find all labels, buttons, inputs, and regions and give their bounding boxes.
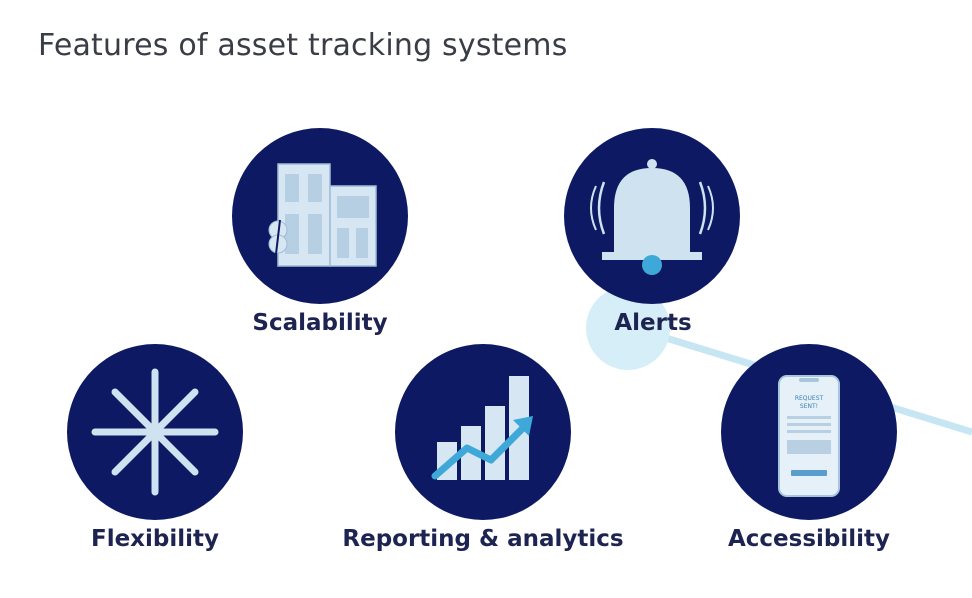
reporting-circle (395, 344, 571, 520)
phone-text-line1: REQUEST (795, 395, 824, 402)
scalability-circle (232, 128, 408, 304)
flexibility-circle (67, 344, 243, 520)
bar-chart-icon (431, 376, 533, 480)
feature-label-accessibility: Accessibility (727, 526, 891, 552)
bell-icon (590, 159, 714, 275)
alerts-circle (564, 128, 740, 304)
feature-label-flexibility: Flexibility (90, 526, 220, 552)
smartphone-icon: REQUEST SENT! (778, 375, 840, 497)
page-title: Features of asset tracking systems (38, 28, 568, 63)
buildings-icon (268, 163, 377, 267)
phone-text-line2: SENT! (800, 403, 818, 410)
feature-label-alerts: Alerts (614, 310, 692, 336)
connector-bubble (586, 286, 670, 370)
accessibility-circle: REQUEST SENT! (721, 344, 897, 520)
feature-label-scalability: Scalability (252, 310, 388, 336)
asterisk-icon (91, 368, 219, 496)
feature-label-reporting: Reporting & analytics (342, 526, 624, 552)
